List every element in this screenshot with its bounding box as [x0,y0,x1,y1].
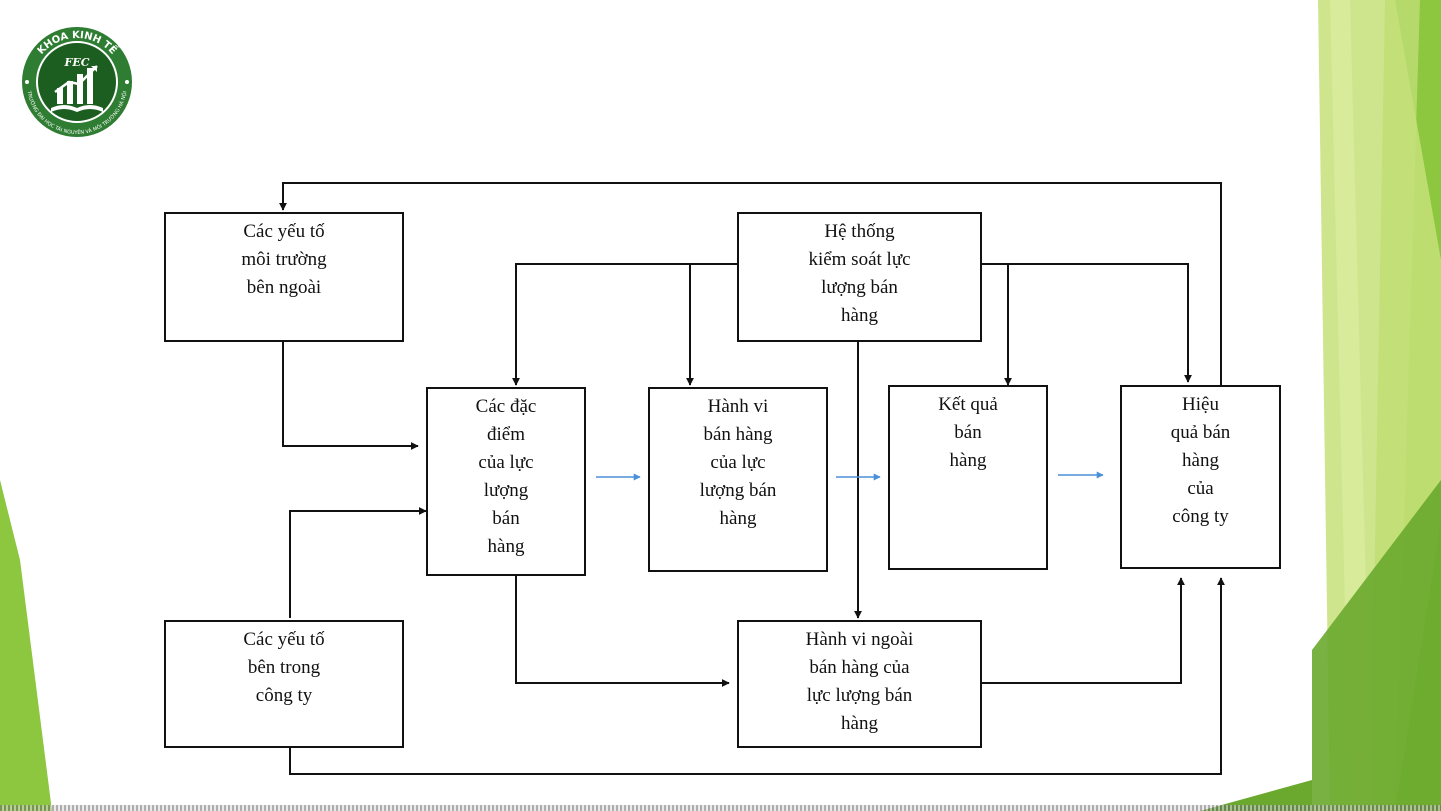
non-sales-behavior-box: Hành vi ngoài bán hàng của lực lượng bán… [737,620,982,748]
internal-to-traits-arrow [289,507,427,618]
company-effectiveness-box: Hiệu quả bán hàng của công ty [1120,385,1281,569]
control-system-box: Hệ thống kiểm soát lực lượng bán hàng [737,212,982,342]
external-factors-box: Các yếu tố môi trường bên ngoài [164,212,404,342]
internal-factors-label: Các yếu tố bên trong công ty [243,629,325,706]
left-green-shape [0,480,52,811]
control-system-label: Hệ thống kiểm soát lực lượng bán hàng [808,221,911,326]
bottom-right-sliver [1200,780,1312,811]
control-to-effectiveness-arrow [982,263,1192,383]
external-to-traits-arrow [282,342,419,450]
company-effectiveness-label: Hiệu quả bán hàng của công ty [1170,394,1231,527]
sales-results-box: Kết quả bán hàng [888,385,1048,570]
traits-to-nonsales-arrow [515,576,730,687]
svg-text:FEC: FEC [64,56,90,69]
sales-results-label: Kết quả bán hàng [938,394,998,471]
feedback-loop-arrow [279,182,1222,385]
internal-to-effectiveness-arrow [289,577,1225,775]
external-factors-label: Các yếu tố môi trường bên ngoài [241,221,327,298]
bottom-dotted-edge [0,805,1441,811]
right-dark-triangle [1312,480,1441,811]
nonsales-to-effectiveness-arrow [982,577,1185,684]
internal-factors-box: Các yếu tố bên trong công ty [164,620,404,748]
control-to-traits-arrow [512,263,737,386]
non-sales-behavior-label: Hành vi ngoài bán hàng của lực lượng bán… [805,629,914,734]
fec-logo: KHOA KINH TẾ TRƯỜNG ĐẠI HỌC TÀI NGUYÊN V… [22,27,132,137]
sales-behavior-box: Hành vi bán hàng của lực lượng bán hàng [648,387,828,572]
salesforce-traits-box: Các đặc điểm của lực lượng bán hàng [426,387,586,576]
sales-behavior-label: Hành vi bán hàng của lực lượng bán hàng [699,396,777,529]
salesforce-traits-label: Các đặc điểm của lực lượng bán hàng [475,396,537,557]
